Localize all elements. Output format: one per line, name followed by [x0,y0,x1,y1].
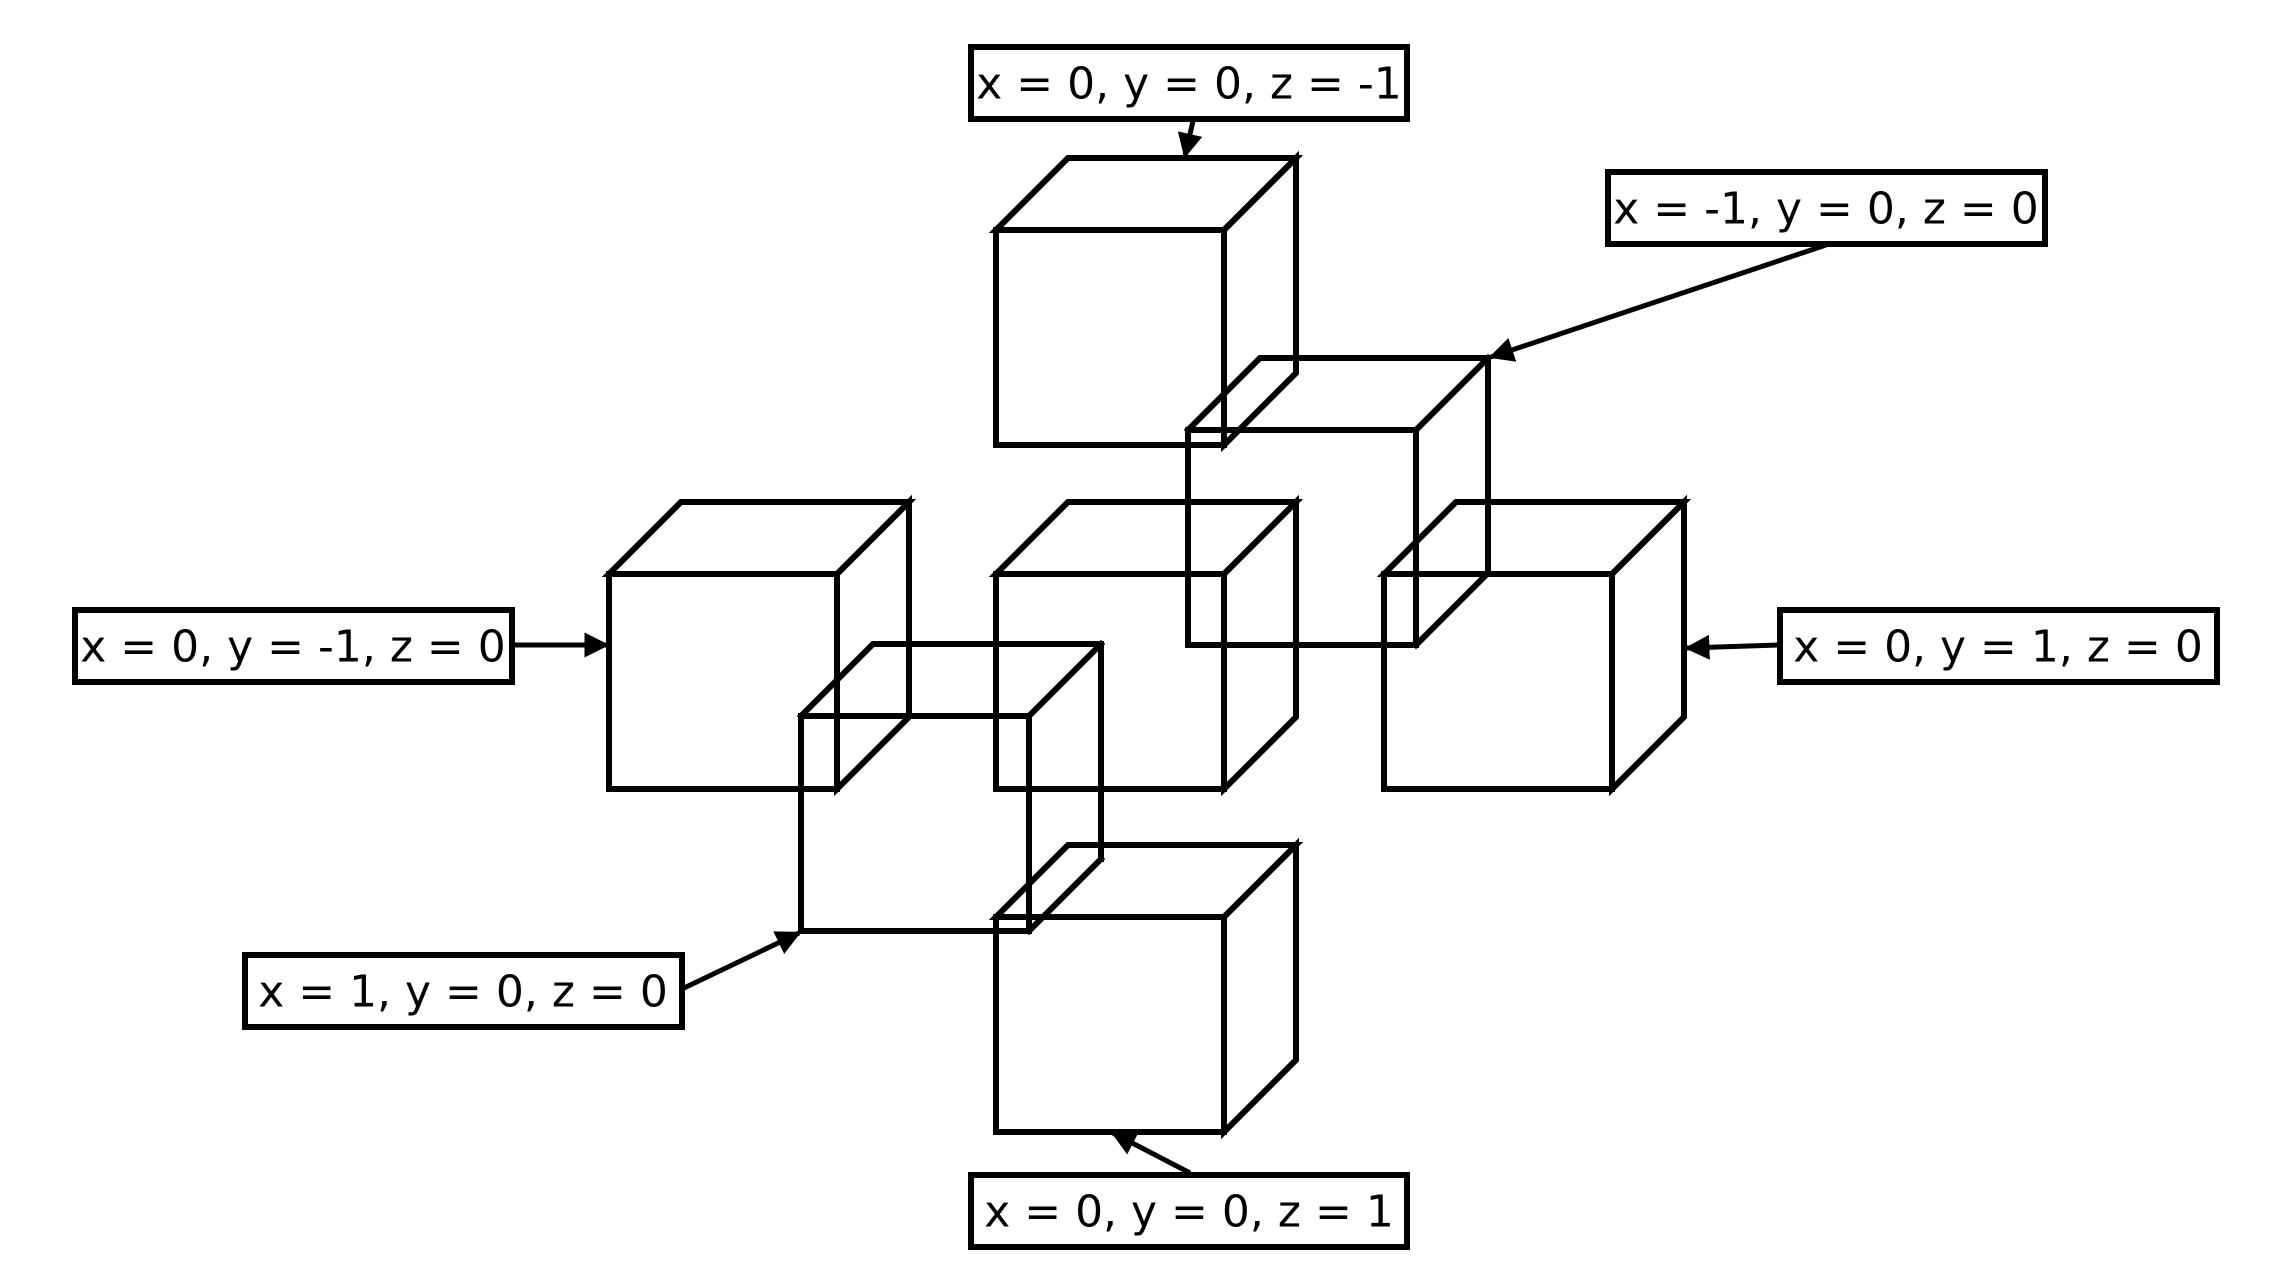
label-bottom: x = 0, y = 0, z = 1 [968,1172,1410,1250]
arrow-top [1177,120,1203,159]
label-right-text: x = 0, y = 1, z = 0 [1793,622,2203,673]
label-right: x = 0, y = 1, z = 0 [1777,607,2220,685]
arrow-bottom [1110,1130,1192,1176]
label-top: x = 0, y = 0, z = -1 [968,44,1410,122]
arrow-bottom-left [682,930,802,991]
label-bottom-left: x = 1, y = 0, z = 0 [242,952,685,1030]
cube-back [1183,353,1493,650]
cube-bottom [988,837,1304,1140]
label-top-text: x = 0, y = 0, z = -1 [976,59,1402,110]
label-bottom-left-text: x = 1, y = 0, z = 0 [258,967,668,1018]
cube-top [988,150,1304,453]
label-top-right: x = -1, y = 0, z = 0 [1605,169,2048,247]
arrow-right [1684,634,1781,660]
label-left-text: x = 0, y = -1, z = 0 [80,622,506,673]
cube-center [988,494,1304,797]
cube-left [601,494,917,797]
cube-right [1376,494,1692,797]
arrow-top-right [1488,242,1827,362]
label-top-right-text: x = -1, y = 0, z = 0 [1613,184,2039,235]
label-left: x = 0, y = -1, z = 0 [72,607,515,685]
label-bottom-text: x = 0, y = 0, z = 1 [984,1187,1394,1238]
